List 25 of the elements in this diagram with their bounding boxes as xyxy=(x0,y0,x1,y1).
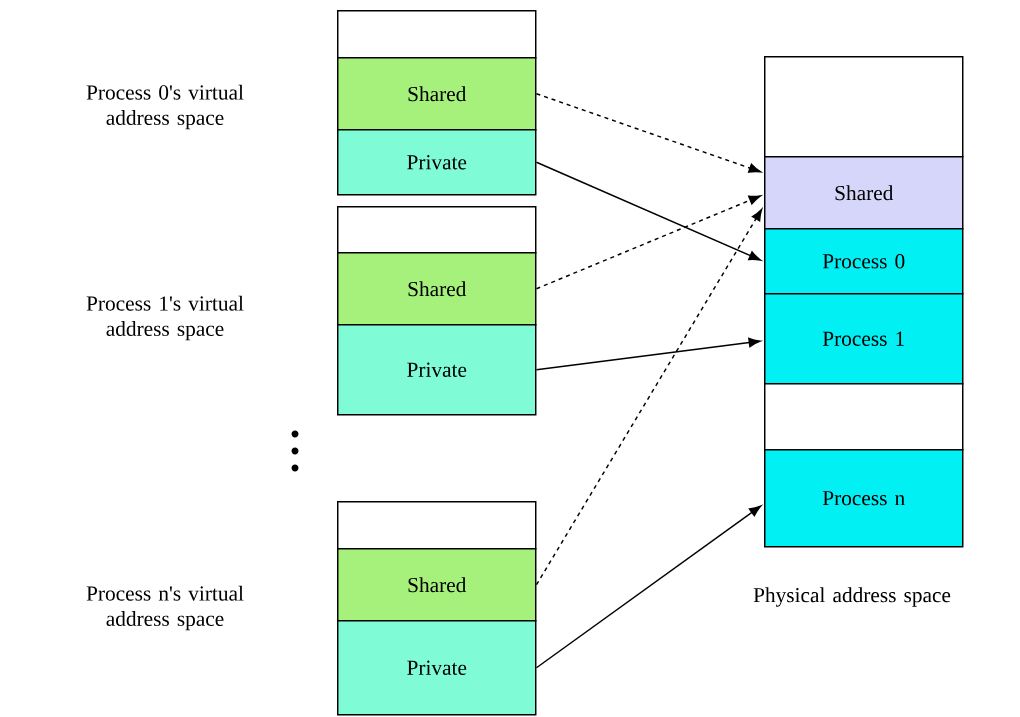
arrow xyxy=(535,161,762,261)
memory-segment: Shared xyxy=(337,548,537,622)
memory-segment: Private xyxy=(337,129,537,196)
empty-segment xyxy=(764,383,964,451)
arrow xyxy=(535,337,761,371)
arrow xyxy=(535,195,762,290)
empty-segment xyxy=(764,56,964,158)
empty-segment xyxy=(337,10,537,59)
memory-segment: Shared xyxy=(337,252,537,326)
memory-segment: Process n xyxy=(764,449,964,548)
memory-segment: Process 0 xyxy=(764,228,964,295)
caption-text: Physical address space xyxy=(753,587,951,607)
arrow xyxy=(535,208,763,586)
memory-segment: Process 1 xyxy=(764,293,964,385)
empty-segment xyxy=(337,501,537,550)
empty-segment xyxy=(337,206,537,254)
arrow xyxy=(535,505,762,669)
memory-segment: Private xyxy=(337,324,537,416)
caption-text: Process 0's virtual address space xyxy=(86,84,244,130)
memory-segment: Shared xyxy=(764,156,964,230)
arrow xyxy=(535,93,761,173)
memory-segment: Private xyxy=(337,620,537,716)
memory-segment: Shared xyxy=(337,57,537,131)
caption-text: Process n's virtual address space xyxy=(86,585,244,631)
caption-text: Process 1's virtual address space xyxy=(86,295,244,341)
